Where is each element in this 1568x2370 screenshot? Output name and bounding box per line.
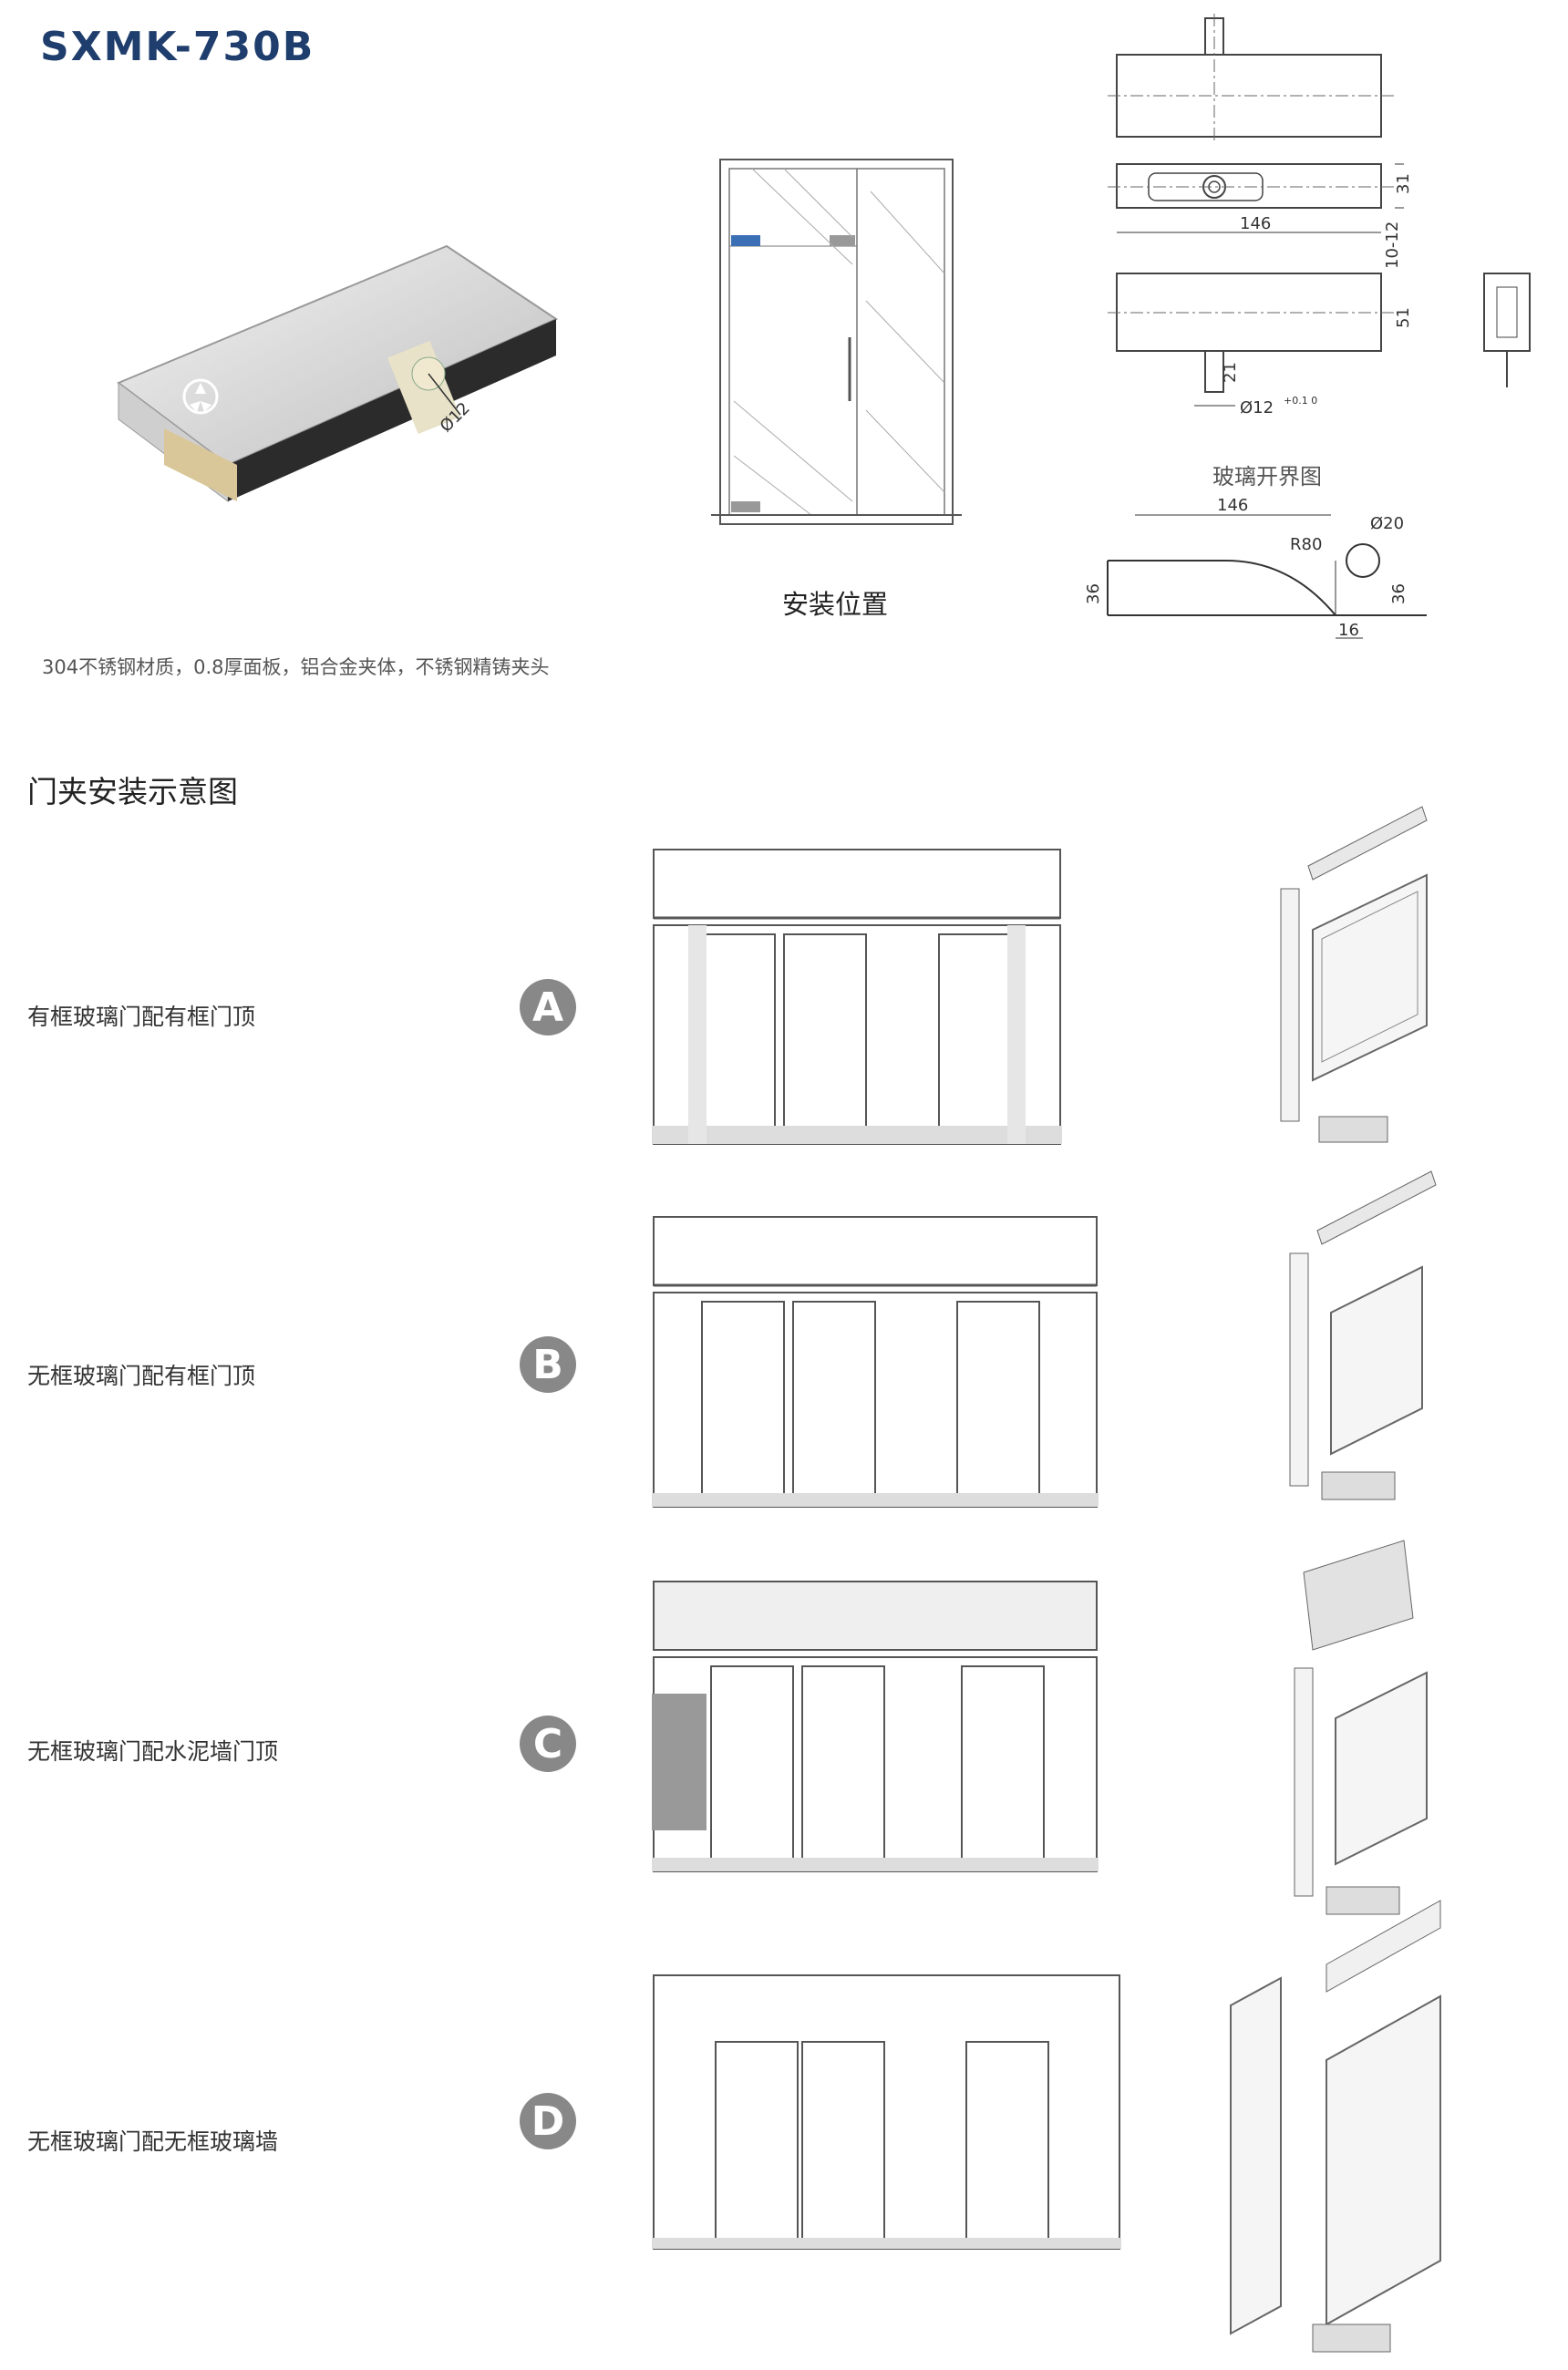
row-a-label: 有框玻璃门配有框门顶 (27, 1004, 256, 1030)
material-description: 304不锈钢材质，0.8厚面板，铝合金夹体，不锈钢精铸夹头 (42, 656, 550, 678)
row-a-elevation-drawing (652, 849, 1062, 1145)
row-b-badge: B (520, 1336, 576, 1393)
glass-cut-drawing: 146 R80 Ø20 36 36 16 (1084, 496, 1427, 640)
cut-16: 16 (1338, 621, 1359, 640)
technical-drawing: 146 31 10-12 51 21 Ø12 +0.1 0 (1108, 14, 1531, 417)
row-b-elevation-drawing (652, 1216, 1099, 1508)
row-c-elevation-drawing (652, 1581, 1099, 1872)
cut-36-right: 36 (1389, 583, 1408, 604)
row-b-exploded-drawing (1289, 1170, 1437, 1500)
dim-21: 21 (1221, 362, 1240, 383)
cut-phi20: Ø20 (1370, 514, 1404, 533)
row-d-elevation-drawing (652, 1974, 1121, 2250)
product-photo: Ø12 (117, 244, 559, 502)
cut-36-left: 36 (1084, 583, 1103, 604)
logo-icon (182, 378, 219, 415)
row-c-badge: C (520, 1716, 576, 1772)
cut-r80: R80 (1290, 535, 1322, 554)
dim-51: 51 (1394, 307, 1413, 328)
cut-146: 146 (1217, 496, 1248, 515)
install-position-drawing (711, 159, 962, 525)
glass-cut-caption: 玻璃开界图 (1212, 464, 1322, 489)
dim-10-12: 10-12 (1383, 222, 1402, 269)
section-heading: 门夹安装示意图 (27, 774, 238, 809)
dim-phi12: Ø12 (1240, 398, 1274, 417)
product-title: SXMK-730B (40, 24, 315, 70)
dim-tolerance: +0.1 0 (1284, 395, 1317, 407)
dim-146: 146 (1240, 214, 1271, 233)
row-c-exploded-drawing (1294, 1540, 1428, 1915)
row-a-exploded-drawing (1280, 806, 1428, 1143)
row-c-label: 无框玻璃门配水泥墙门顶 (27, 1738, 279, 1765)
row-d-label: 无框玻璃门配无框玻璃墙 (27, 2128, 279, 2155)
row-d-badge: D (520, 2093, 576, 2149)
dim-31: 31 (1394, 173, 1413, 194)
row-d-exploded-drawing (1230, 1900, 1441, 2353)
install-position-caption: 安装位置 (782, 589, 889, 620)
row-b-label: 无框玻璃门配有框门顶 (27, 1363, 256, 1389)
row-a-badge: A (520, 979, 576, 1036)
